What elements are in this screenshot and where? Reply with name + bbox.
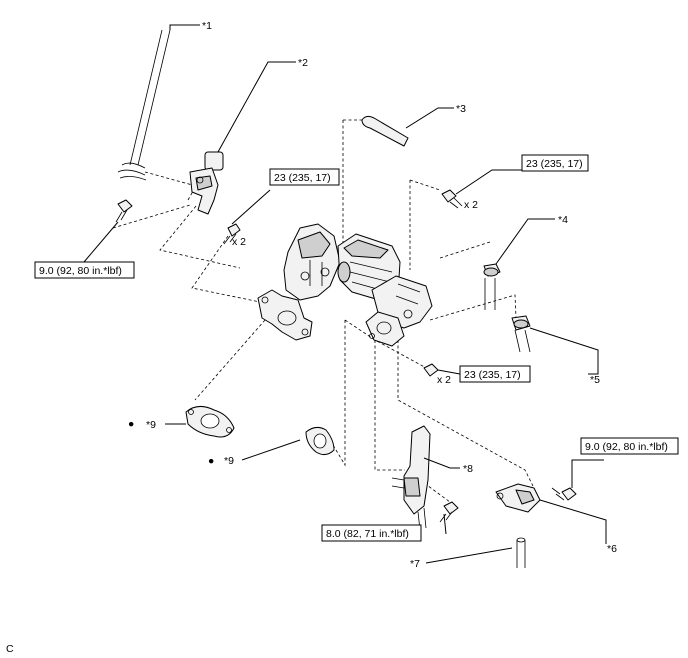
- non-reusable-mark-left: ●: [128, 418, 134, 430]
- label-part-6: *6: [607, 543, 617, 555]
- bolt-mid-right: [423, 363, 439, 377]
- torque-right-lower-text: 9.0 (92, 80 in.*lbf): [585, 441, 668, 453]
- torque-top-center-box: 23 (235, 17): [269, 168, 340, 186]
- bolt-top-right: [441, 189, 463, 209]
- torque-top-right-text: 23 (235, 17): [526, 158, 583, 170]
- bolts: [115, 189, 577, 523]
- torque-top-right-box: 23 (235, 17): [521, 154, 589, 172]
- torque-left-box: 9.0 (92, 80 in.*lbf): [34, 261, 135, 279]
- part-9-gasket-left: [185, 406, 235, 438]
- part-5-hose-clamp: [511, 315, 531, 353]
- assembly-guide-lines: [112, 119, 536, 503]
- part-2-sensor: [189, 151, 224, 215]
- part-3-hose: [361, 115, 409, 147]
- label-part-9-left: *9: [146, 419, 156, 431]
- torque-mid-right-box: 23 (235, 17): [459, 365, 531, 383]
- non-reusable-mark-right: ●: [208, 455, 214, 467]
- torque-bottom-box: 8.0 (82, 71 in.*lbf): [321, 524, 422, 542]
- qty-mid-right: x 2: [437, 374, 451, 386]
- torque-mid-right-text: 23 (235, 17): [464, 369, 521, 381]
- corner-code: C: [6, 643, 14, 655]
- part-4-hose-clamp: [483, 263, 501, 310]
- main-valve-assembly: [257, 223, 433, 347]
- part-8-bracket: [391, 425, 431, 531]
- torque-right-lower-box: 9.0 (92, 80 in.*lbf): [580, 437, 679, 455]
- label-part-5: *5: [590, 374, 600, 386]
- leader-lines: [83, 24, 607, 564]
- part-9-gasket-right: [305, 426, 335, 456]
- qty-top-center: x 2: [232, 236, 246, 248]
- bolt-top-center: [223, 223, 241, 245]
- bolt-left: [115, 199, 133, 223]
- bolt-lower-right: [551, 487, 577, 501]
- torque-left-text: 9.0 (92, 80 in.*lbf): [39, 265, 122, 277]
- qty-top-right: x 2: [464, 199, 478, 211]
- torque-top-center-text: 23 (235, 17): [274, 172, 331, 184]
- label-part-1: *1: [202, 20, 212, 32]
- part-7-pipe: [516, 537, 526, 568]
- torque-bottom-text: 8.0 (82, 71 in.*lbf): [326, 528, 409, 540]
- label-part-9-right: *9: [224, 455, 234, 467]
- bolt-bottom: [439, 501, 459, 523]
- label-part-8: *8: [463, 463, 473, 475]
- part-6-sensor: [495, 483, 541, 513]
- part-1-pipe: [117, 29, 171, 181]
- label-part-7: *7: [410, 558, 420, 570]
- label-part-3: *3: [456, 103, 466, 115]
- label-part-4: *4: [558, 214, 568, 226]
- label-part-2: *2: [298, 57, 308, 69]
